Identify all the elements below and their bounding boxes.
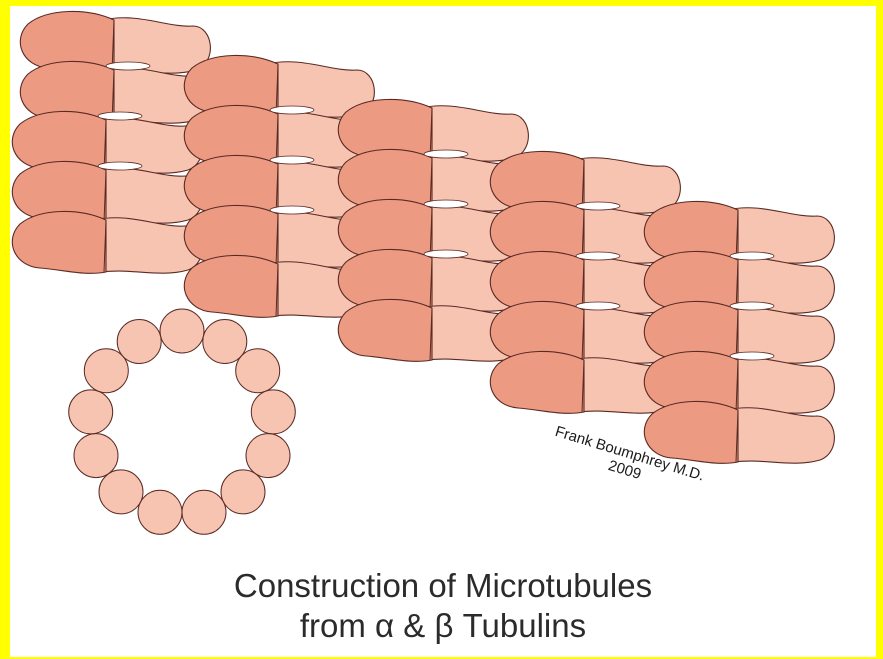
lumen-gap [730, 352, 774, 360]
beta-tubulin [727, 358, 834, 413]
protofilament [221, 470, 265, 514]
lumen-gap [576, 302, 620, 310]
microtubule-cross-section [69, 309, 296, 534]
lumen-gap [424, 200, 468, 208]
lumen-gap [576, 202, 620, 210]
lumen-gap [424, 250, 468, 258]
alpha-tubulin [490, 351, 584, 413]
alpha-tubulin [184, 255, 278, 317]
lumen-gap [576, 252, 620, 260]
protofilament [117, 320, 161, 364]
lumen-gap [106, 62, 150, 70]
microtubule-lattice [12, 11, 834, 463]
lumen-gap [270, 156, 314, 164]
lumen-gap [98, 162, 142, 170]
microtubule-illustration [10, 6, 876, 566]
alpha-tubulin [338, 299, 432, 361]
protofilament [138, 490, 182, 534]
diagram-caption: Construction of Microtubules from α & β … [10, 566, 876, 646]
protofilament [160, 309, 204, 353]
protofilament [236, 349, 280, 393]
beta-tubulin [727, 408, 834, 463]
lumen-gap [730, 302, 774, 310]
protofilament [182, 490, 226, 534]
protofilament [74, 434, 118, 478]
alpha-tubulin [12, 211, 106, 273]
lumen-gap [424, 150, 468, 158]
lumen-gap [270, 206, 314, 214]
lumen-gap [730, 252, 774, 260]
lumen-gap [98, 112, 142, 120]
protofilament [251, 390, 295, 434]
protofilament [69, 390, 113, 434]
protofilament [99, 470, 143, 514]
diagram-frame: Frank Boumphrey M.D. 2009 Construction o… [10, 6, 876, 657]
caption-line-2: from α & β Tubulins [10, 606, 876, 646]
lumen-gap [270, 106, 314, 114]
caption-line-1: Construction of Microtubules [10, 566, 876, 606]
protofilament [246, 434, 290, 478]
